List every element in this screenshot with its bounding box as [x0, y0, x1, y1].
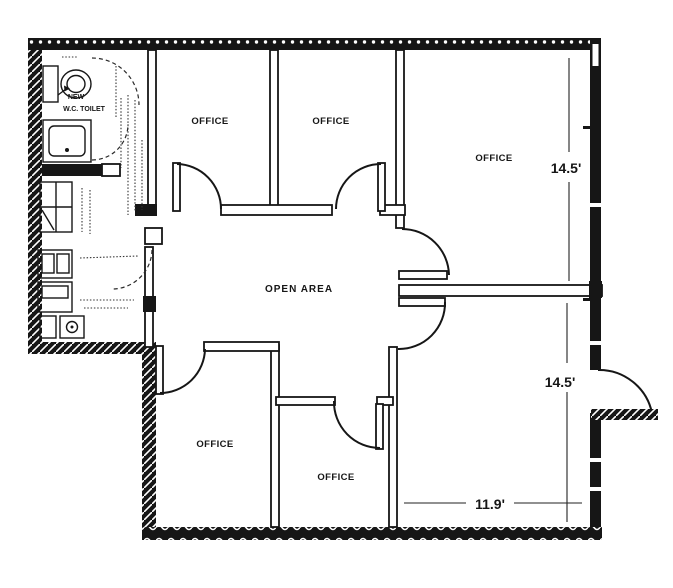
door-leaf-office5: [375, 403, 384, 450]
wall-joint: [590, 487, 601, 491]
toilet-bowl-icon: [60, 69, 92, 99]
exterior-door-leaf: [591, 409, 658, 420]
door-swings: [112, 162, 450, 450]
dimension-annotations: 14.5' 14.5' 11.9': [404, 58, 582, 522]
toilet-tank-icon: [42, 65, 59, 103]
interior-walls: [135, 49, 603, 528]
door-arc-kitchen: [112, 249, 153, 290]
door-arc-room-right: [397, 301, 447, 351]
wall-openarea-room-right: [388, 346, 398, 528]
door-leaf-office3: [398, 270, 448, 280]
office-label-4: OFFICE: [196, 439, 233, 450]
counter-bay: [56, 253, 70, 274]
appliance-icon: [39, 315, 57, 339]
toilet-label-line1: NEW: [68, 94, 85, 101]
wall-right-corner-slot: [592, 44, 599, 66]
door-arc-office2: [335, 163, 382, 210]
dimension-top-right-depth: 14.5': [551, 160, 582, 176]
door-leaf-office1: [172, 162, 181, 212]
wall-office5-jamb: [376, 396, 394, 406]
wall-fixture-block: [143, 296, 156, 312]
wall-office4-top: [203, 341, 280, 352]
door-leaf-office2: [377, 162, 386, 212]
wall-tick: [583, 126, 590, 129]
sink-basin-icon: [48, 125, 86, 157]
toilet-clearance-dashed: [91, 123, 129, 161]
wall-junction-block: [589, 281, 602, 298]
dimension-bottom-right-depth: 14.5': [545, 374, 576, 390]
wall-joint: [590, 458, 601, 462]
toilet-partition-end: [101, 163, 121, 177]
door-arc-office1: [176, 163, 222, 210]
door-arc-office5: [332, 400, 381, 449]
wall-offices-bottom: [220, 204, 333, 216]
counter-bay: [41, 253, 55, 274]
annotation-scribble: [79, 255, 139, 259]
office-label-2: OFFICE: [312, 116, 349, 127]
wall-right-lower: [590, 413, 601, 527]
room-labels: OFFICE OFFICE OFFICE OFFICE OFFICE OPEN …: [63, 94, 512, 483]
door-leaf-room-right: [398, 297, 446, 307]
wall-mid-right: [398, 284, 603, 297]
wall-joint: [590, 203, 601, 207]
stove-icon: [59, 315, 85, 339]
counter-icon: [37, 249, 73, 279]
dimension-bottom-right-width: 11.9': [475, 496, 505, 512]
wall-toilet-office1: [147, 49, 157, 209]
wall-joint: [590, 341, 601, 345]
wall-kitchen-bottom: [28, 342, 154, 354]
burner-icon: [65, 320, 79, 334]
toilet-room: [39, 56, 140, 233]
toilet-bowl-inner-icon: [66, 74, 86, 94]
sink-counter-icon: [42, 119, 92, 163]
wall-office2-office3: [395, 49, 405, 229]
wall-office1-office2: [269, 49, 279, 211]
wall-office4-office5: [270, 344, 280, 528]
open-area-label: OPEN AREA: [265, 284, 333, 295]
wall-left-lower: [142, 342, 156, 538]
door-leaf-office4: [155, 345, 164, 395]
cabinet-icon: [37, 281, 73, 313]
exterior-door-swing-arc: [597, 368, 653, 414]
sink-drain-icon: [65, 148, 69, 152]
wall-bottom: [142, 527, 602, 540]
cabinet-bay: [41, 285, 69, 299]
shelf-divider: [41, 209, 55, 231]
exterior-door: [591, 368, 658, 420]
door-arc-office4: [159, 348, 206, 394]
door-arc-office3: [401, 228, 450, 276]
office-label-1: OFFICE: [191, 116, 228, 127]
wall-foot: [135, 204, 157, 216]
wall-tick: [583, 298, 590, 301]
wall-kitchen-door-jamb: [144, 227, 163, 245]
office-label-5: OFFICE: [317, 472, 354, 483]
office-label-3: OFFICE: [475, 153, 512, 164]
toilet-door-swing-dashed: [91, 57, 140, 106]
toilet-partition-wall: [42, 164, 104, 176]
toilet-label-line2: W.C. TOILET: [63, 106, 106, 113]
wall-top: [28, 38, 601, 50]
burner-dot: [70, 325, 74, 329]
wall-office5-top: [275, 396, 336, 406]
toilet-arrow-head-icon: [64, 85, 70, 92]
kitchen-fixtures: [37, 95, 156, 339]
